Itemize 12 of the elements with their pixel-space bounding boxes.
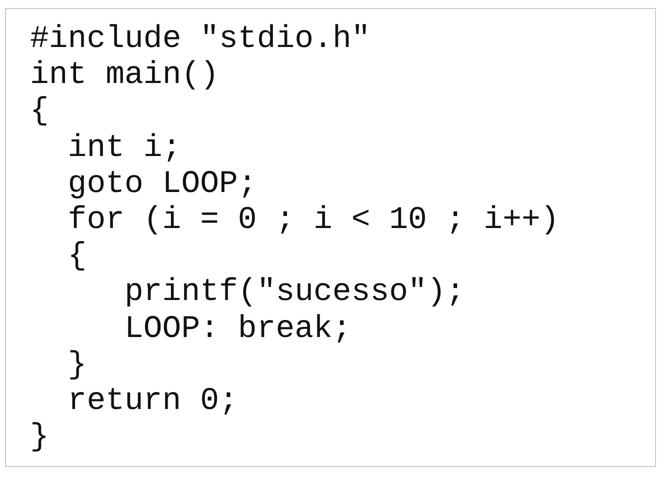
code-line: LOOP: break;: [124, 312, 352, 348]
code-line: int main(): [30, 58, 220, 94]
code-line: goto LOOP;: [68, 166, 257, 203]
code-line: }: [30, 420, 49, 456]
code-line: {: [30, 94, 49, 130]
code-line: }: [68, 348, 87, 384]
code-line: int i;: [68, 130, 182, 167]
code-line: {: [68, 239, 87, 276]
code-line: return 0;: [68, 384, 238, 420]
code-line: #include "stdio.h": [30, 22, 370, 58]
code-line: printf("sucesso");: [124, 275, 465, 312]
code-line: for (i = 0 ; i < 10 ; i++): [68, 203, 560, 239]
